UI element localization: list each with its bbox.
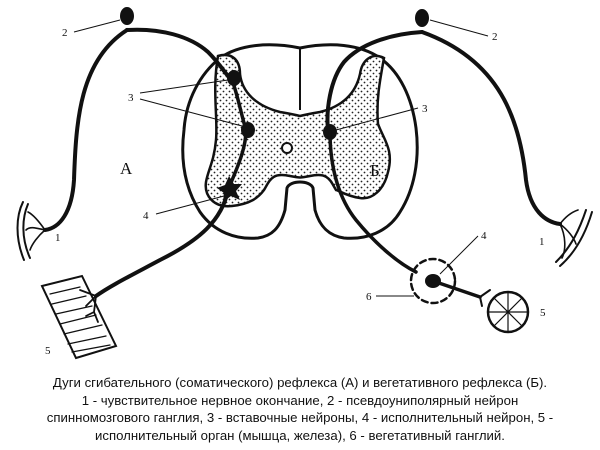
leader-lines <box>73 19 489 297</box>
motor-neuron-left <box>217 176 242 202</box>
callout-3-left: 3 <box>128 92 134 104</box>
figure-caption: Дуги сгибательного (соматического) рефле… <box>0 374 600 444</box>
spinal-cord-cross-section <box>181 43 419 240</box>
callout-5-left: 5 <box>45 345 51 357</box>
arc-b-label: Б <box>370 161 380 180</box>
callout-6-right: 6 <box>366 291 372 303</box>
pseudounipolar-neuron-right <box>415 9 429 27</box>
arc-a-label: А <box>120 159 133 178</box>
caption-line: Дуги сгибательного (соматического) рефле… <box>52 375 548 390</box>
caption-line: 1 - чувствительное нервное окончание, 2 … <box>81 392 519 408</box>
vegetative-ganglion <box>409 257 457 305</box>
interneuron-left-upper <box>227 70 241 86</box>
pseudounipolar-neuron-left <box>120 7 134 25</box>
callout-2-right: 2 <box>492 31 498 43</box>
callout-2-left: 2 <box>62 27 68 39</box>
autonomic-reflex-arc <box>323 9 593 334</box>
caption-line: спинномозгового ганглия, 3 - вставочные … <box>46 410 554 425</box>
callout-1-right: 1 <box>539 236 545 248</box>
callout-3-right: 3 <box>422 103 428 115</box>
central-canal <box>281 142 293 154</box>
callout-5-right: 5 <box>540 307 546 319</box>
somatic-reflex-arc <box>16 7 255 360</box>
caption-line: исполнительный орган (мышца, железа), 6 … <box>95 427 505 443</box>
interneuron-left-lower <box>241 122 255 138</box>
callout-4-left: 4 <box>143 210 149 222</box>
callout-1-left: 1 <box>55 232 61 244</box>
reflex-arc-diagram: А Б 2 3 4 1 5 2 3 4 1 5 6 <box>16 7 593 360</box>
callout-4-right: 4 <box>481 230 487 242</box>
